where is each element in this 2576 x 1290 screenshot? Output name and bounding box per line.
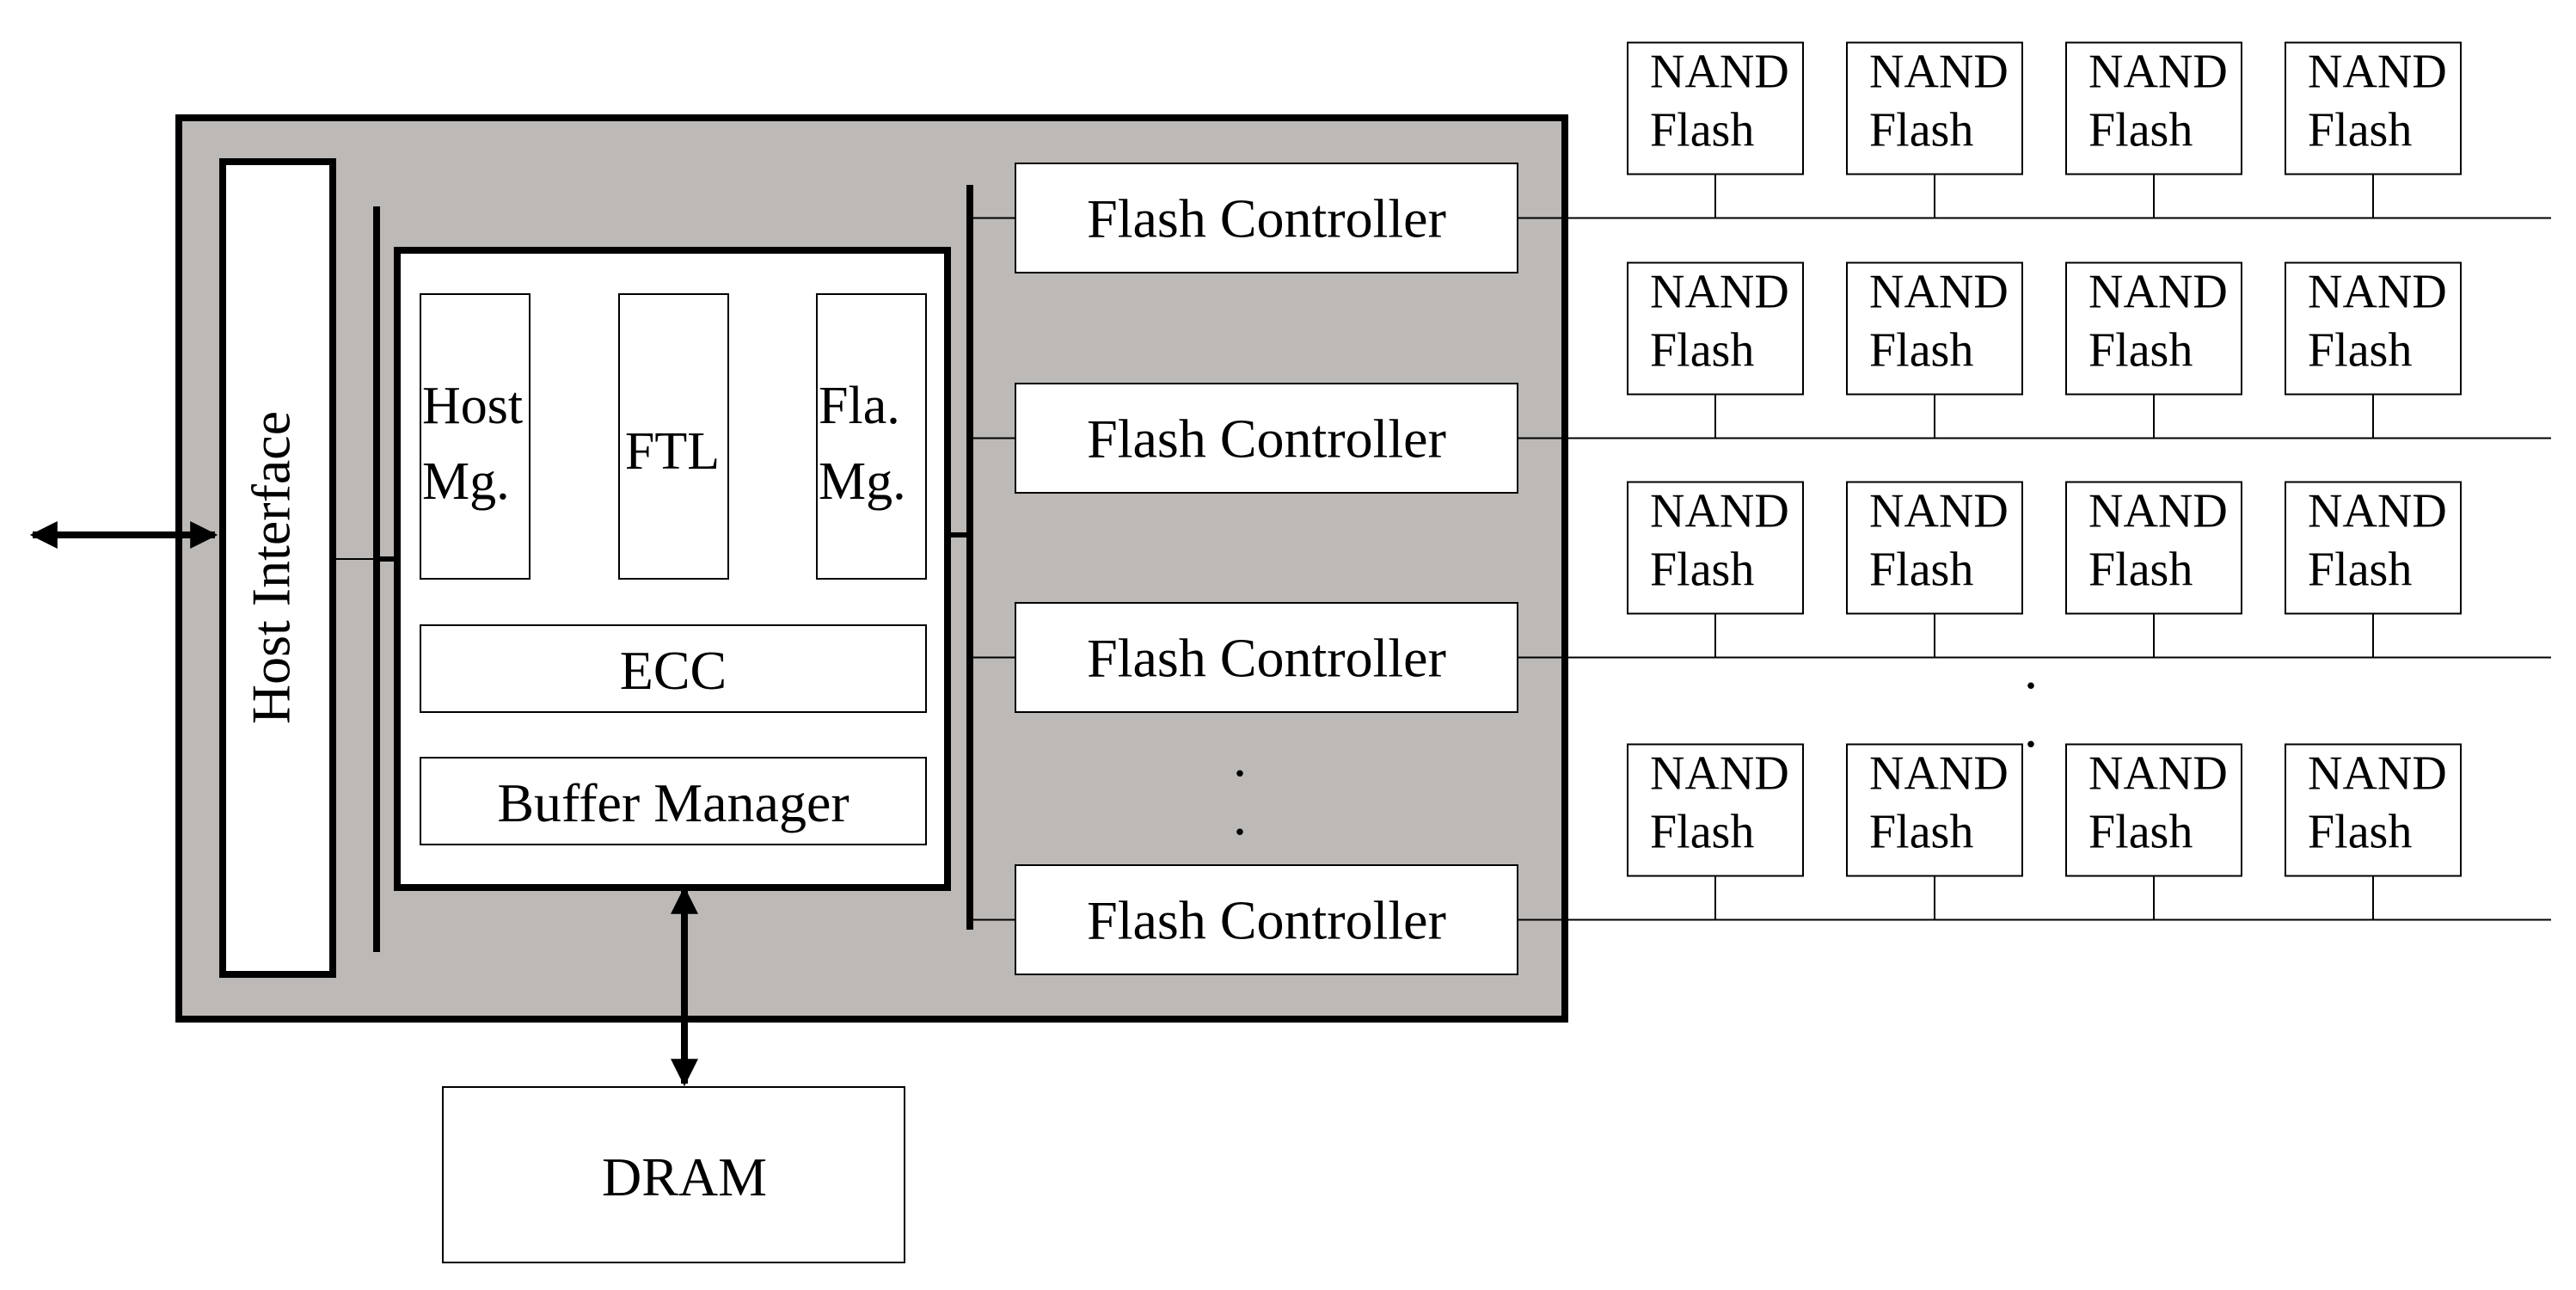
core-processing-block: Host Mg. FTL Fla. Mg. ECC Buffer Manager	[394, 247, 951, 891]
buffer-manager-block	[420, 757, 927, 845]
flash-controller: Flash Controller	[970, 383, 2551, 494]
nand-ellipsis-dot: .	[2024, 639, 2038, 700]
flash-controller-box	[1015, 602, 1518, 713]
flash-controller-label: Flash Controller	[1087, 188, 1446, 249]
flash-controller-box	[1015, 383, 1518, 494]
controller-ellipsis-dot: .	[1233, 727, 1247, 788]
nand-flash-box	[1846, 261, 2023, 396]
controller-ellipsis-dot: .	[1233, 785, 1247, 846]
ftl-block	[618, 293, 729, 580]
fla-mg-block	[816, 293, 927, 580]
ecc-block	[420, 624, 927, 713]
flash-controller: Flash Controller	[970, 602, 2551, 713]
nand-flash-box	[2285, 743, 2462, 877]
host-mg-label: Host Mg.	[422, 377, 537, 511]
host-interface-label: Host Interface	[241, 411, 302, 724]
nand-flash-box	[1627, 41, 1804, 175]
flash-controller-box	[1015, 163, 1518, 273]
dram-block	[442, 1086, 905, 1263]
host-mg-block	[420, 293, 531, 580]
nand-flash-box	[1846, 41, 2023, 175]
nand-flash-box	[1846, 481, 2023, 615]
ftl-label: FTL	[625, 422, 720, 481]
dram-label: DRAM	[602, 1146, 767, 1207]
nand-flash-box	[1627, 743, 1804, 877]
fla-mg-label: Fla. Mg.	[819, 377, 913, 511]
flash-controller-box	[1015, 864, 1518, 975]
flash-controller: Flash Controller	[970, 163, 2551, 273]
nand-ellipsis-dot: .	[2024, 697, 2038, 759]
flash-controller: Flash Controller	[970, 864, 2551, 975]
flash-controller-label: Flash Controller	[1087, 890, 1446, 951]
nand-flash-box	[1627, 261, 1804, 396]
ecc-label: ECC	[620, 640, 727, 701]
flash-controller-label: Flash Controller	[1087, 628, 1446, 689]
nand-flash-box	[2285, 261, 2462, 396]
nand-flash-box	[2285, 41, 2462, 175]
buffer-manager-label: Buffer Manager	[497, 772, 849, 833]
nand-flash-box	[2065, 743, 2242, 877]
nand-flash-box	[1846, 743, 2023, 877]
flash-controller-label: Flash Controller	[1087, 408, 1446, 470]
host-interface-block: Host Interface	[219, 158, 336, 978]
nand-flash-box	[2065, 261, 2242, 396]
nand-flash-box	[2065, 41, 2242, 175]
nand-flash-box	[2065, 481, 2242, 615]
nand-flash-box	[1627, 481, 1804, 615]
